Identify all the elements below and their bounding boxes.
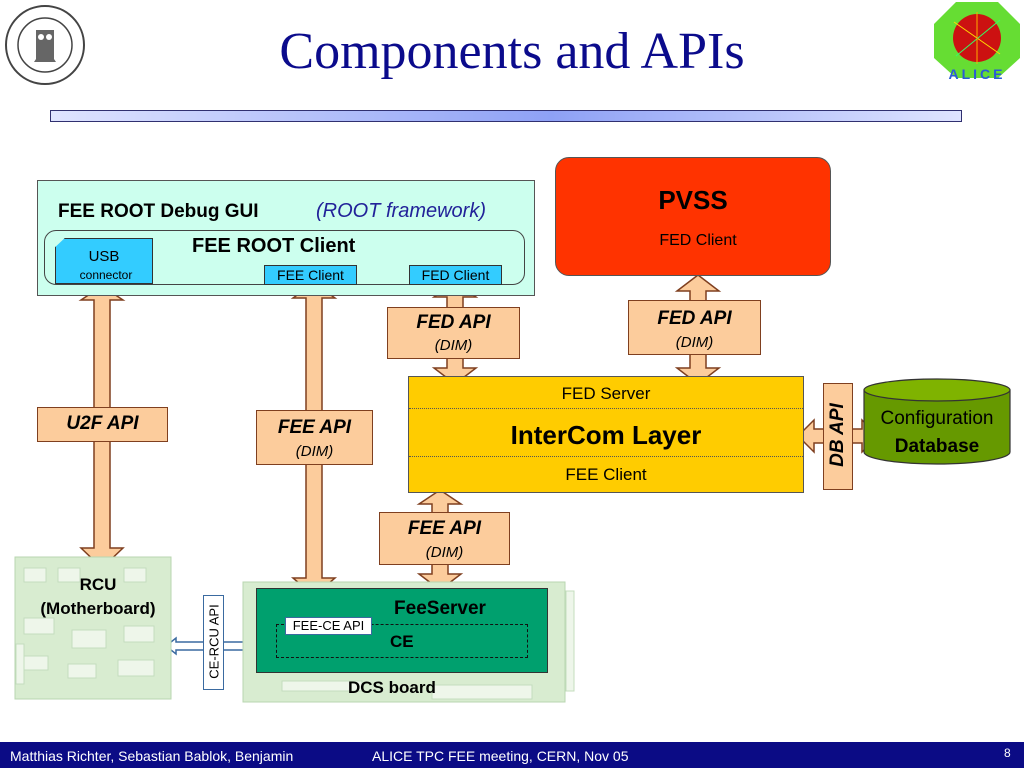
rcu-motherboard-image — [14, 556, 172, 700]
database-line1: Configuration — [880, 408, 994, 429]
intercom-fed-server: FED Server — [561, 384, 651, 403]
intercom-divider-top — [409, 408, 803, 409]
slide-footer: Matthias Richter, Sebastian Bablok, Benj… — [0, 742, 1024, 768]
gui-fee-client-chip: FEE Client — [264, 265, 357, 285]
pvss-fed-client: FED Client — [659, 232, 737, 249]
pvss-box — [555, 157, 831, 276]
db-api-label: DB API — [827, 403, 848, 467]
fed-api-right-label: FED API — [657, 308, 732, 329]
footer-authors: Matthias Richter, Sebastian Bablok, Benj… — [10, 748, 294, 764]
u2f-api-label: U2F API — [66, 413, 139, 434]
fee-root-client-title: FEE ROOT Client — [192, 235, 356, 257]
footer-event: ALICE TPC FEE meeting, CERN, Nov 05 — [372, 748, 629, 764]
fed-api-left-label: FED API — [416, 312, 491, 333]
gui-title: FEE ROOT Debug GUI — [58, 201, 259, 222]
gui-fed-client-chip: FED Client — [409, 265, 502, 285]
page-number: 8 — [1004, 746, 1011, 760]
title-underline-bar — [50, 110, 962, 122]
fee-api-left-label: FEE API — [277, 417, 352, 438]
university-seal-logo — [4, 4, 86, 86]
usb-sub-label: connector — [79, 268, 133, 282]
fed-api-left-box — [387, 307, 520, 359]
intercom-fee-client: FEE Client — [565, 465, 647, 484]
slide-title: Components and APIs — [279, 23, 745, 80]
database-line2: Database — [894, 436, 980, 457]
ce-rcu-api-label: CE-RCU API — [206, 604, 222, 679]
ce-label: CE — [390, 632, 414, 651]
dcs-board-label: DCS board — [348, 678, 436, 697]
db-api-box — [823, 383, 853, 490]
fee-api-left-box — [256, 410, 373, 465]
fee-ce-api-chip: FEE-CE API — [285, 617, 372, 635]
u2f-api-box — [37, 407, 168, 442]
usb-connector-chip — [55, 238, 153, 284]
ce-rcu-api-box — [203, 595, 224, 690]
fed-api-right-box — [628, 300, 761, 355]
rcu-line2: (Motherboard) — [40, 599, 156, 618]
pvss-title: PVSS — [658, 185, 728, 215]
ce-dashed-region — [276, 624, 528, 658]
intercom-divider-bottom — [409, 456, 803, 457]
fee-api-bottom-sub: (DIM) — [425, 544, 464, 561]
alice-logo: ALICE — [934, 2, 1020, 82]
fee-api-bottom-label: FEE API — [407, 518, 482, 539]
fed-api-right-sub: (DIM) — [675, 334, 714, 351]
gui-framework-label: (ROOT framework) — [316, 200, 486, 222]
rcu-line1: RCU — [79, 575, 117, 594]
database-cylinder — [862, 378, 1012, 466]
fee-api-left-sub: (DIM) — [295, 443, 334, 460]
intercom-layer-box — [408, 376, 804, 493]
alice-logo-text: ALICE — [948, 66, 1006, 82]
usb-label: USB — [88, 248, 120, 265]
fee-api-bottom-box — [379, 512, 510, 565]
feeserver-label: FeeServer — [394, 598, 486, 619]
fed-api-left-sub: (DIM) — [434, 337, 473, 354]
intercom-layer-title: InterCom Layer — [510, 420, 702, 450]
